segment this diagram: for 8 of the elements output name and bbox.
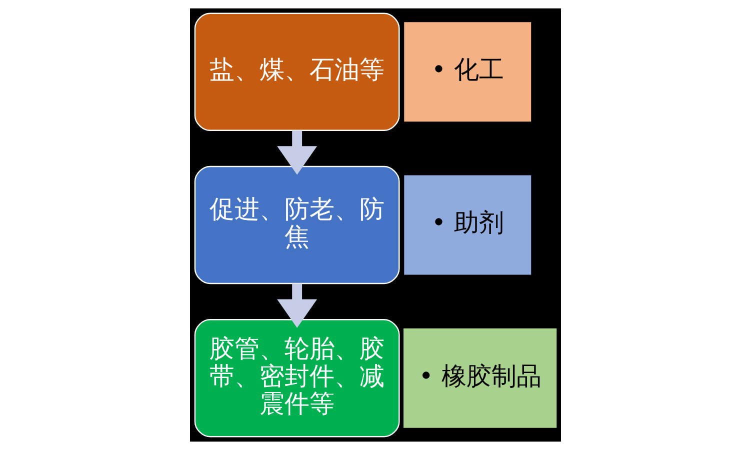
- node-box: 胶管、轮胎、胶带、密封件、减震件等: [194, 319, 400, 438]
- node-box: • 化工: [404, 22, 531, 122]
- arrow: [276, 284, 317, 328]
- node-box: • 助剂: [404, 175, 531, 275]
- node-box: 促进、防老、防焦: [194, 166, 400, 284]
- node-box: 盐、煤、石油等: [194, 12, 400, 131]
- node-box: • 橡胶制品: [403, 328, 556, 428]
- arrow: [276, 130, 317, 175]
